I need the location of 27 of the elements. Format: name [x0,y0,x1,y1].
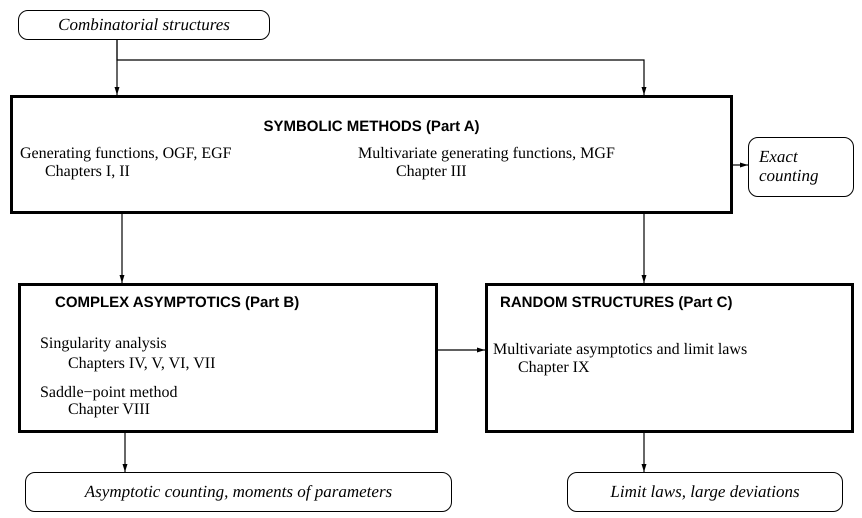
rounded-box: Limit laws, large deviations [567,472,843,512]
chapter-text: Chapter III [396,163,467,181]
chapter-text: Chapter IX [518,359,590,377]
section-heading: RANDOM STRUCTURES (Part C) [500,294,732,311]
section-box [18,283,438,433]
arrow [733,162,748,168]
rounded-box: Asymptotic counting, moments of parameters [25,472,452,512]
topic-text: Saddle−point method [40,384,178,402]
arrow [120,214,124,283]
topic-text: Multivariate asymptotics and limit laws [493,341,748,359]
section-heading: SYMBOLIC METHODS (Part A) [262,118,481,135]
topic-text: Generating functions, OGF, EGF [20,145,232,163]
chapter-text: Chapters I, II [45,163,130,181]
arrow [116,40,646,95]
chapter-text: Chapters IV, V, VI, VII [68,355,216,373]
section-box [10,95,733,214]
section-box [485,283,854,433]
rounded-box: Combinatorial structures [18,10,270,40]
topic-text: Multivariate generating functions, MGF [358,145,615,163]
arrow [642,214,646,283]
chapter-text: Chapter VIII [68,401,150,419]
arrow [438,348,485,352]
section-heading: COMPLEX ASYMPTOTICS (Part B) [55,294,300,311]
arrow [642,433,646,472]
arrow [122,433,128,472]
topic-text: Singularity analysis [40,335,167,353]
rounded-box: Exact counting [748,137,854,197]
